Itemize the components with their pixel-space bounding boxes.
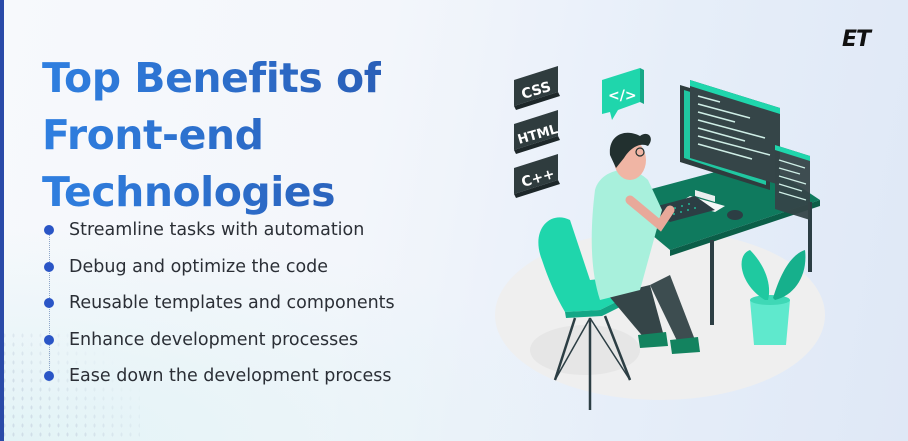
bullet-dot-icon <box>44 371 54 382</box>
html-tag-icon: HTML <box>514 110 560 154</box>
css-tag-icon: CSS <box>514 66 560 110</box>
bullet-dot-icon <box>44 298 54 309</box>
benefit-item: Enhance development processes <box>44 322 395 359</box>
title-line-1: Top Benefits of <box>42 54 382 102</box>
developer-person <box>591 132 700 354</box>
benefit-text: Streamline tasks with automation <box>69 220 365 241</box>
svg-text:</>: </> <box>608 88 637 104</box>
bullet-dot-icon <box>44 261 54 272</box>
svg-text:CSS: CSS <box>520 79 553 103</box>
plant-icon <box>741 250 806 345</box>
cpp-tag-icon: C++ <box>514 154 560 198</box>
brand-logo: ET <box>842 27 871 52</box>
bullet-dot-icon <box>44 334 54 345</box>
benefits-list: Streamline tasks with automation Debug a… <box>44 212 395 395</box>
left-accent-strip <box>0 0 4 441</box>
benefit-text: Enhance development processes <box>69 329 359 350</box>
monitor-icon <box>680 80 780 212</box>
benefit-item: Reusable templates and components <box>44 285 395 322</box>
developer-illustration: CSS HTML C++ </> <box>495 66 825 410</box>
benefit-item: Streamline tasks with automation <box>44 212 395 249</box>
benefit-text: Ease down the development process <box>69 366 392 387</box>
background-dot-pattern <box>0 331 140 441</box>
benefit-item: Debug and optimize the code <box>44 249 395 286</box>
code-window-icon <box>775 145 810 220</box>
code-bubble-icon: </> <box>602 68 644 120</box>
benefit-text: Debug and optimize the code <box>69 256 329 277</box>
bullet-dot-icon <box>44 225 54 236</box>
page-title: Top Benefits of Front-end Technologies <box>42 50 381 221</box>
benefit-text: Reusable templates and components <box>69 293 395 314</box>
mouse-icon <box>727 210 743 220</box>
benefit-item: Ease down the development process <box>44 358 395 395</box>
title-line-2: Front-end <box>42 111 264 159</box>
